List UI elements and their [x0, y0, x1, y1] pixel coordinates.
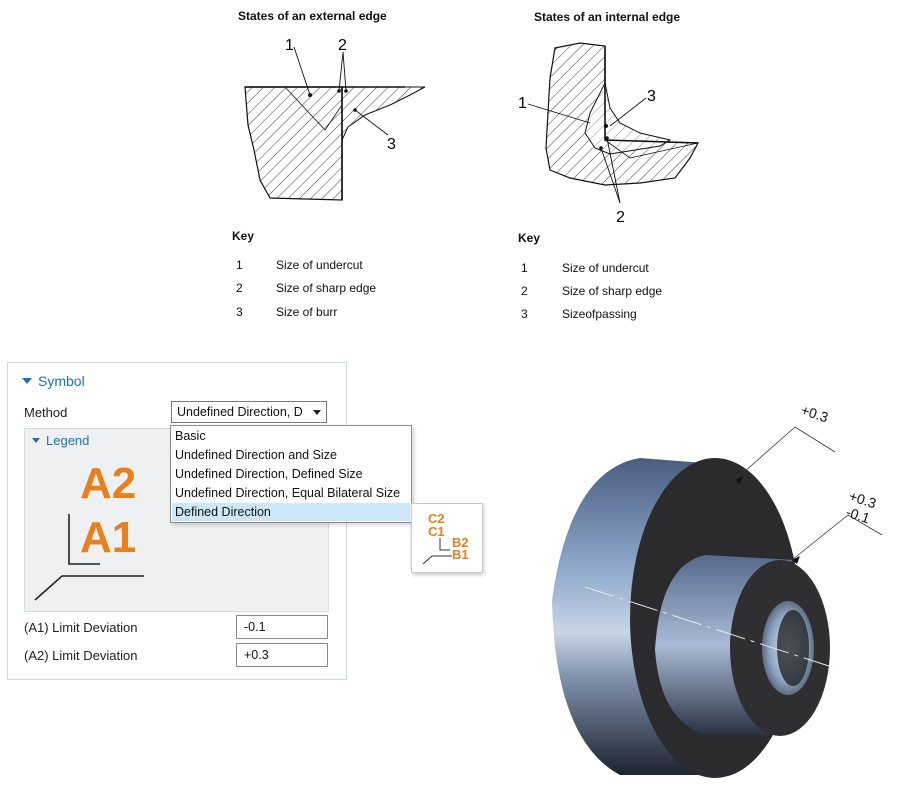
int-callout-3: 3 — [647, 88, 656, 105]
symbol-section-header[interactable]: Symbol — [22, 373, 85, 389]
option-preview-tooltip: C2 C1 B2 B1 — [411, 503, 483, 573]
a2-limit-deviation-input[interactable]: +0.3 — [236, 643, 328, 667]
ext-callout-2: 2 — [338, 37, 347, 54]
ext-key-text-2: Size of sharp edge — [276, 281, 377, 295]
collapse-triangle-icon[interactable] — [22, 378, 32, 384]
method-select-value: Undefined Direction, D — [177, 405, 303, 419]
a2-label: (A2) Limit Deviation — [24, 648, 138, 663]
internal-key-title: Key — [518, 231, 541, 245]
a1-limit-deviation-input[interactable]: -0.1 — [236, 615, 328, 639]
method-select[interactable]: Undefined Direction, D — [171, 401, 327, 423]
legend-header[interactable]: Legend — [32, 433, 89, 448]
top-tolerance-label: +0.3 — [799, 402, 830, 426]
external-burr — [341, 86, 426, 141]
ext-key-text-3: Size of burr — [276, 305, 338, 319]
dropdown-option-undefined-direction-equal-bilateral[interactable]: Undefined Direction, Equal Bilateral Siz… — [175, 486, 401, 500]
ext-key-text-1: Size of undercut — [276, 258, 363, 272]
legend-title: Legend — [46, 433, 90, 448]
int-key-text-1: Size of undercut — [562, 261, 649, 275]
dropdown-option-defined-direction[interactable]: Defined Direction — [175, 505, 271, 519]
ext-callout-1: 1 — [285, 37, 294, 54]
ext-key-num-2: 2 — [236, 281, 243, 295]
int-key-num-3: 3 — [521, 307, 528, 321]
ext-callout-3: 3 — [387, 136, 396, 153]
a1-label: (A1) Limit Deviation — [24, 620, 138, 635]
external-edge-diagram: 1 2 3 — [244, 37, 426, 201]
dropdown-option-undefined-direction-and-size[interactable]: Undefined Direction and Size — [175, 448, 337, 462]
method-label: Method — [24, 405, 68, 420]
int-callout-2: 2 — [616, 209, 625, 226]
external-edge-title: States of an external edge — [238, 9, 387, 23]
preview-leader-icon — [422, 538, 452, 565]
internal-edge-title: States of an internal edge — [534, 10, 681, 24]
right-lower-tolerance-label: -0.1 — [844, 504, 872, 527]
preview-b1: B1 — [452, 547, 469, 562]
method-dropdown-list[interactable]: Basic Undefined Direction and Size Undef… — [170, 425, 412, 523]
legend-a2: A2 — [80, 459, 137, 508]
external-key-title: Key — [232, 229, 255, 243]
preview-b2: B2 — [452, 535, 469, 550]
symbol-section-title: Symbol — [38, 373, 85, 389]
dropdown-selection-highlight — [172, 503, 410, 521]
preview-c1: C1 — [428, 524, 445, 539]
int-key-num-2: 2 — [521, 284, 528, 298]
ext-key-num-3: 3 — [236, 305, 243, 319]
chevron-down-icon[interactable] — [313, 410, 321, 415]
legend-a1: A1 — [80, 513, 137, 562]
external-solid — [244, 86, 343, 201]
preview-c2: C2 — [428, 511, 445, 526]
int-key-text-3: Sizeofpassing — [562, 307, 637, 321]
internal-solid — [545, 42, 699, 186]
dropdown-option-undefined-direction-defined-size[interactable]: Undefined Direction, Defined Size — [175, 467, 363, 481]
dropdown-option-basic[interactable]: Basic — [175, 429, 206, 443]
int-key-text-2: Size of sharp edge — [562, 284, 663, 298]
legend-leader-icon — [34, 514, 144, 601]
int-callout-1: 1 — [518, 95, 527, 112]
bushing-3d-model: +0.3 +0.3 -0.1 — [552, 402, 883, 778]
int-key-num-1: 1 — [521, 261, 528, 275]
internal-edge-diagram: 1 3 2 — [518, 42, 699, 226]
ext-key-num-1: 1 — [236, 258, 243, 272]
collapse-triangle-icon[interactable] — [32, 438, 40, 443]
